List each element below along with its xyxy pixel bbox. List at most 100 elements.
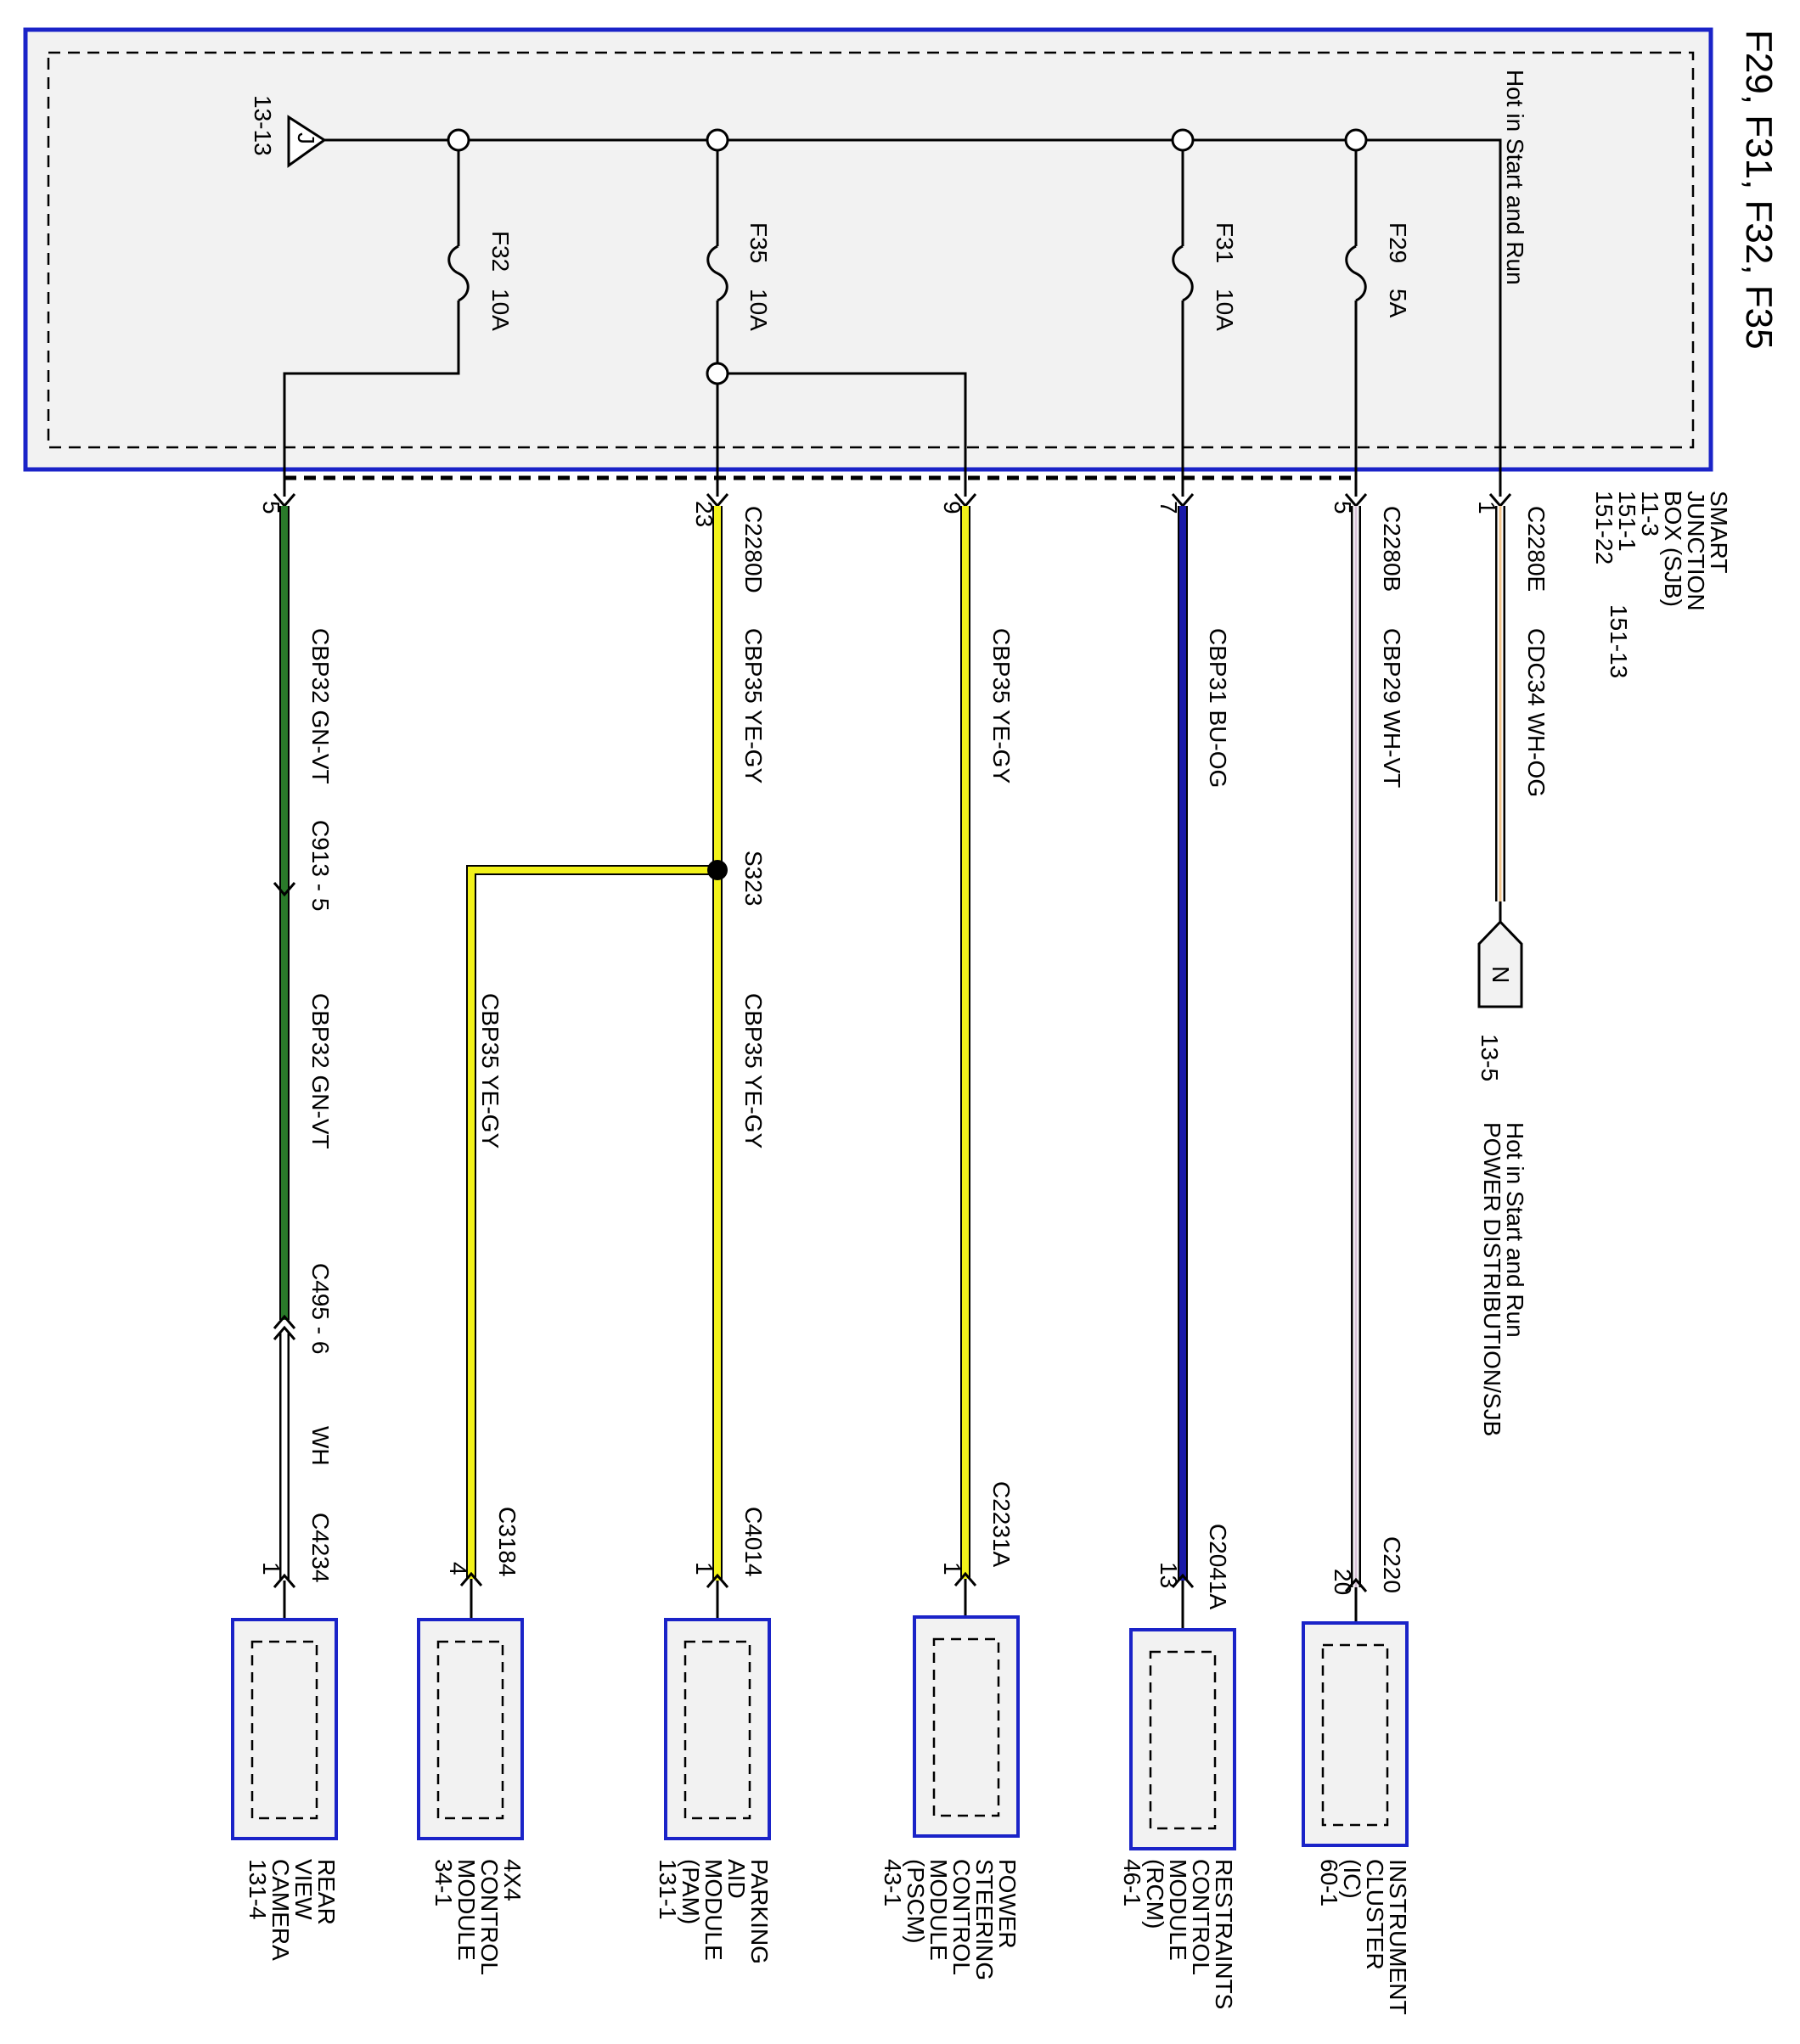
connector-c2280e: C2280E bbox=[1523, 506, 1550, 592]
connector-c3184: C3184 bbox=[494, 1507, 520, 1577]
offpage-letter: N bbox=[1488, 966, 1514, 983]
offpage-connector bbox=[1477, 919, 1523, 1008]
offpage-ref: 13-5 bbox=[1477, 1034, 1503, 1081]
inline-c913-label: C913 - 5 bbox=[307, 820, 334, 911]
pin-1: 1 bbox=[1474, 501, 1500, 514]
module-label-instrument-cluster: INSTRUMENT CLUSTER (IC) 60-1 bbox=[1316, 1859, 1411, 2015]
pin-4: 4 bbox=[445, 1562, 471, 1575]
splice-label: S323 bbox=[740, 851, 767, 906]
wire-label-cbp35-pscm: CBP35 YE-GY bbox=[988, 628, 1015, 783]
connector-c2231a: C2231A bbox=[988, 1481, 1015, 1568]
svg-text:(RCM): (RCM) bbox=[1142, 1859, 1168, 1929]
pin-5-c2280b: 5 bbox=[1330, 501, 1356, 514]
pin-13: 13 bbox=[1156, 1562, 1182, 1588]
svg-text:151-1: 151-1 bbox=[1614, 491, 1640, 552]
offpage-line2: POWER DISTRIBUTION/SJB bbox=[1479, 1122, 1505, 1436]
svg-text:CAMERA: CAMERA bbox=[267, 1859, 294, 1961]
connector-c2280b: C2280B bbox=[1379, 506, 1405, 592]
sjb-name: SMART JUNCTION BOX (SJB) 11-3 151-1 151-… bbox=[1591, 491, 1732, 678]
bus-junctions bbox=[447, 128, 1368, 385]
fuse-f29-rating: 5A bbox=[1385, 289, 1411, 318]
wire-label-cbp32-upper: CBP32 GN-VT bbox=[307, 628, 334, 784]
pin-1-pam: 1 bbox=[691, 1562, 717, 1575]
svg-text:151-13: 151-13 bbox=[1606, 604, 1632, 678]
module-label-rcm: RESTRAINTS CONTROL MODULE (RCM) 46-1 bbox=[1119, 1859, 1237, 2009]
svg-text:MODULE: MODULE bbox=[453, 1859, 480, 1961]
diagram-title: F29, F31, F32, F35 bbox=[1738, 30, 1780, 350]
pin-20: 20 bbox=[1330, 1569, 1356, 1595]
svg-text:SMART: SMART bbox=[1706, 491, 1732, 574]
svg-text:AID: AID bbox=[723, 1859, 750, 1899]
svg-text:(PSCM): (PSCM) bbox=[903, 1859, 929, 1944]
module-label-4x4: 4X4 CONTROL MODULE 34-1 bbox=[430, 1859, 526, 1975]
module-pam bbox=[664, 1618, 771, 1840]
connector-c2280d: C2280D bbox=[740, 506, 767, 593]
fuse-f32-id: F32 bbox=[487, 231, 514, 272]
svg-text:151-22: 151-22 bbox=[1591, 491, 1617, 564]
inline-c495-label: C495 - 6 bbox=[307, 1263, 334, 1354]
module-label-rear-view-camera: REAR VIEW CAMERA 131-4 bbox=[245, 1859, 340, 1961]
svg-text:(IC): (IC) bbox=[1339, 1859, 1365, 1899]
splice-s323 bbox=[707, 860, 728, 880]
svg-text:INSTRUMENT: INSTRUMENT bbox=[1385, 1859, 1411, 2015]
pin-5-c2280d: 5 bbox=[258, 501, 284, 514]
svg-text:CONTROL: CONTROL bbox=[948, 1859, 975, 1975]
module-label-pscm: POWER STEERING CONTROL MODULE (PSCM) 43-… bbox=[880, 1859, 1021, 1980]
svg-text:BOX (SJB): BOX (SJB) bbox=[1660, 491, 1686, 607]
wire-label-cbp31: CBP31 BU-OG bbox=[1205, 628, 1231, 788]
svg-text:131-1: 131-1 bbox=[655, 1859, 681, 1920]
ground-letter: J bbox=[293, 132, 319, 144]
svg-text:REAR: REAR bbox=[313, 1859, 340, 1925]
svg-text:34-1: 34-1 bbox=[430, 1859, 457, 1906]
fuse-f31-id: F31 bbox=[1212, 222, 1238, 263]
connector-c220: C220 bbox=[1379, 1536, 1405, 1593]
pin-9: 9 bbox=[939, 501, 965, 514]
svg-text:131-4: 131-4 bbox=[245, 1859, 271, 1920]
svg-text:CONTROL: CONTROL bbox=[1188, 1859, 1214, 1975]
fuse-f32-rating: 10A bbox=[487, 289, 514, 331]
wire-label-cbp35-upper: CBP35 YE-GY bbox=[740, 628, 767, 783]
pin-7: 7 bbox=[1156, 501, 1182, 514]
svg-text:POWER: POWER bbox=[994, 1859, 1021, 1949]
connector-c4014: C4014 bbox=[740, 1507, 767, 1577]
ground-ref: 13-13 bbox=[250, 95, 276, 156]
svg-text:MODULE: MODULE bbox=[925, 1859, 952, 1961]
fuse-f29-id: F29 bbox=[1385, 222, 1411, 263]
svg-text:CONTROL: CONTROL bbox=[476, 1859, 503, 1975]
offpage-line1: Hot in Start and Run bbox=[1502, 1122, 1528, 1338]
module-4x4 bbox=[417, 1618, 524, 1840]
pin-1-pscm: 1 bbox=[939, 1562, 965, 1575]
module-label-pam: PARKING AID MODULE (PAM) 131-1 bbox=[655, 1859, 773, 1964]
wire-label-cdc34: CDC34 WH-OG bbox=[1523, 628, 1550, 797]
module-rear-view-camera bbox=[231, 1618, 338, 1840]
svg-text:RESTRAINTS: RESTRAINTS bbox=[1211, 1859, 1237, 2009]
sjb-hot-text: Hot in Start and Run bbox=[1502, 70, 1528, 285]
wire-label-cbp32-lower: CBP32 GN-VT bbox=[307, 993, 334, 1149]
svg-text:46-1: 46-1 bbox=[1119, 1859, 1145, 1906]
fuse-f35-rating: 10A bbox=[745, 289, 772, 331]
svg-text:STEERING: STEERING bbox=[971, 1859, 998, 1980]
module-rcm bbox=[1129, 1628, 1236, 1850]
wire-label-wh: WH bbox=[307, 1426, 334, 1466]
top-connector-arrows bbox=[273, 493, 1512, 508]
wire-label-cbp29: CBP29 WH-VT bbox=[1379, 628, 1405, 788]
svg-text:(PAM): (PAM) bbox=[678, 1859, 704, 1924]
svg-text:MODULE: MODULE bbox=[1165, 1859, 1191, 1961]
module-pscm bbox=[913, 1615, 1020, 1838]
svg-text:60-1: 60-1 bbox=[1316, 1859, 1342, 1906]
fuse-f31-rating: 10A bbox=[1212, 289, 1238, 331]
wire-cbp35-4x4 bbox=[466, 865, 717, 1579]
wire-label-cbp35-4x4: CBP35 YE-GY bbox=[477, 993, 503, 1148]
ground-symbol bbox=[287, 115, 327, 168]
inline-c495 bbox=[273, 1314, 296, 1340]
pin-1-camera: 1 bbox=[258, 1562, 284, 1575]
svg-text:43-1: 43-1 bbox=[880, 1859, 906, 1906]
bottom-connector-arrows bbox=[273, 1571, 1368, 1592]
svg-text:VIEW: VIEW bbox=[290, 1859, 317, 1920]
svg-text:CLUSTER: CLUSTER bbox=[1362, 1859, 1388, 1970]
svg-text:MODULE: MODULE bbox=[700, 1859, 727, 1961]
inline-c913 bbox=[273, 882, 296, 897]
sjb-frame bbox=[23, 27, 1713, 472]
svg-text:JUNCTION: JUNCTION bbox=[1683, 491, 1709, 611]
